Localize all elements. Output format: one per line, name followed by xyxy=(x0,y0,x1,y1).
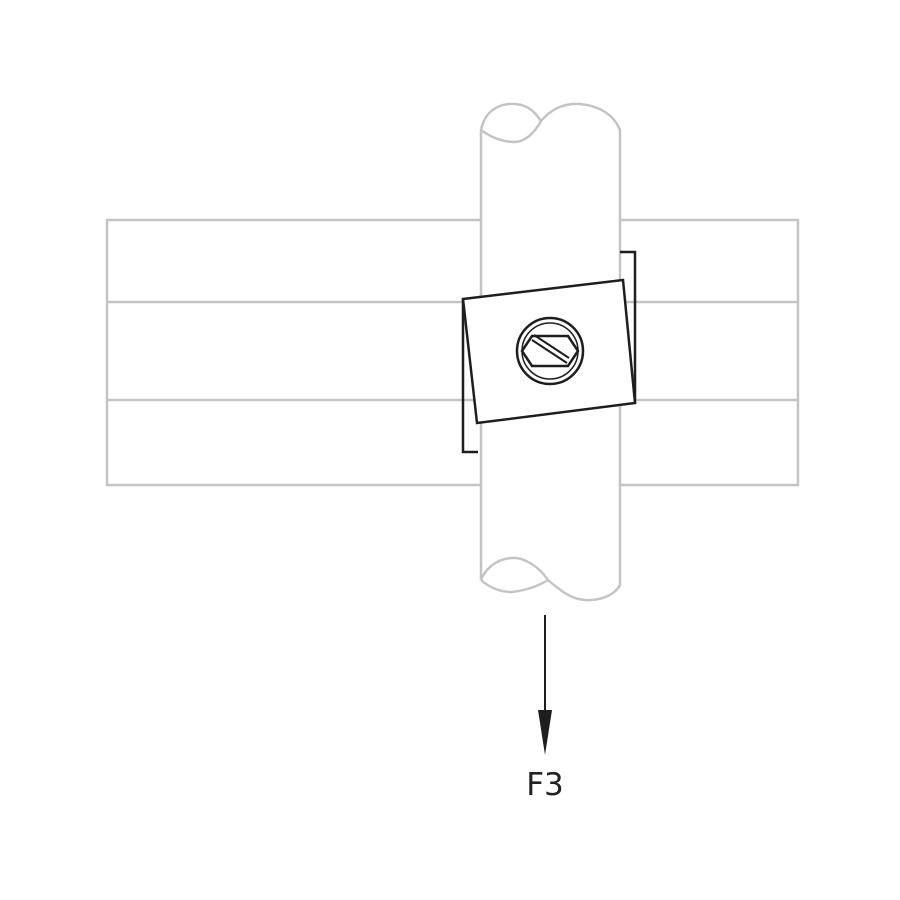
force-label: F3 xyxy=(526,767,564,803)
force-arrow xyxy=(538,615,552,755)
clamp-bracket xyxy=(461,250,637,454)
horizontal-beam xyxy=(105,218,800,487)
screw-icon xyxy=(515,316,585,386)
